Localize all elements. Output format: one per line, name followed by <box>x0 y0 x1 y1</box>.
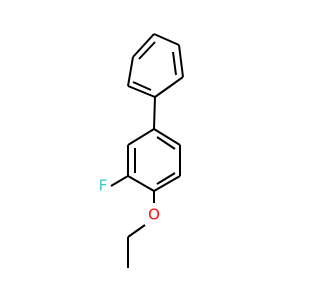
bond <box>154 76 184 98</box>
oxygen-atom-label: O <box>148 206 160 224</box>
double-bond-inner <box>132 81 152 91</box>
molecule-structure: F O <box>99 33 184 268</box>
bond <box>153 128 181 146</box>
bond <box>178 44 184 78</box>
bond <box>127 85 156 98</box>
bond <box>127 128 155 146</box>
fluoroaryl-ring <box>127 128 181 192</box>
c-f-bond <box>110 175 129 187</box>
double-bond-inner <box>156 172 176 185</box>
bond <box>153 175 181 192</box>
bond <box>153 33 180 46</box>
bond <box>132 33 155 58</box>
fluorine-atom-label: F <box>99 177 108 195</box>
molecule-canvas: F O <box>98 33 184 268</box>
bond <box>127 56 134 87</box>
biaryl-bond <box>153 96 156 130</box>
bond <box>127 175 155 192</box>
double-bond-inner <box>172 51 177 76</box>
phenyl-ring-top <box>127 33 184 98</box>
double-bond-inner <box>138 41 156 60</box>
double-bond-inner <box>156 136 176 150</box>
o-ch2-bond <box>127 224 146 238</box>
